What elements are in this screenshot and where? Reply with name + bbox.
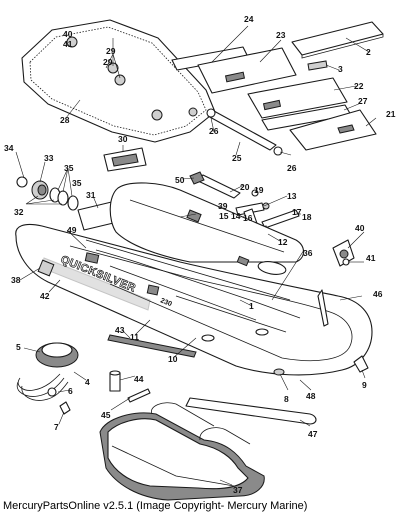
callout-25: 25: [232, 153, 242, 163]
callout-12: 12: [278, 237, 288, 247]
leader-lines: [15, 25, 377, 486]
floorboard-23[interactable]: [197, 47, 297, 94]
callout-22: 22: [354, 81, 364, 91]
callout-8: 8: [284, 394, 289, 404]
callout-3: 3: [338, 64, 343, 74]
inflatable-floor-part[interactable]: [21, 19, 216, 143]
callout-26b: 26: [287, 163, 297, 173]
callout-48: 48: [306, 391, 316, 401]
valve-assembly[interactable]: [16, 176, 79, 211]
callout-4: 4: [85, 377, 90, 387]
callout-36: 36: [303, 248, 313, 258]
valve-patch[interactable]: [103, 147, 147, 172]
callout-43: 43: [115, 325, 125, 335]
callout-41b: 41: [366, 253, 376, 263]
floorboard-21[interactable]: [289, 109, 377, 151]
callout-29b: 29: [103, 57, 113, 67]
callout-5: 5: [16, 342, 21, 352]
callout-28: 28: [60, 115, 70, 125]
rub-strip[interactable]: [185, 397, 317, 425]
callout-42: 42: [40, 291, 50, 301]
callout-37: 37: [233, 485, 243, 495]
callout-40b: 40: [355, 223, 365, 233]
callout-39: 39: [218, 201, 228, 211]
callout-1: 1: [249, 301, 254, 311]
callout-21: 21: [386, 109, 396, 119]
floorboard-22[interactable]: [247, 77, 348, 119]
callout-10: 10: [168, 354, 178, 364]
callout-16: 16: [243, 213, 253, 223]
keel-strip[interactable]: [107, 334, 197, 358]
foot-pump[interactable]: [16, 342, 79, 415]
callout-40a: 40: [63, 29, 73, 39]
model-text: 230: [159, 297, 173, 308]
callout-33: 33: [44, 153, 54, 163]
callout-41a: 41: [63, 39, 73, 49]
floorboard-3[interactable]: [307, 60, 328, 71]
callout-27: 27: [358, 96, 368, 106]
callout-13: 13: [287, 191, 297, 201]
callout-18: 18: [302, 212, 312, 222]
floorboard-2[interactable]: [291, 21, 384, 59]
callout-14: 14: [231, 211, 241, 221]
callout-17: 17: [292, 207, 302, 217]
callout-35b: 35: [72, 178, 82, 188]
callout-38: 38: [11, 275, 21, 285]
callout-30: 30: [118, 134, 128, 144]
callout-2: 2: [366, 47, 371, 57]
callout-11: 11: [130, 332, 139, 342]
boat-hull[interactable]: [15, 182, 373, 376]
callout-44: 44: [134, 374, 144, 384]
callout-49: 49: [67, 225, 77, 235]
callout-47: 47: [308, 429, 318, 439]
callout-46: 46: [373, 289, 383, 299]
callout-45: 45: [101, 410, 111, 420]
callout-29a: 29: [106, 46, 116, 56]
storage-bag[interactable]: [99, 402, 265, 501]
callout-19: 19: [254, 185, 264, 195]
callout-6: 6: [68, 386, 73, 396]
callout-numbers: 1 2 3 4 5 6 7 8 9 10 11 12 13 14 15 16 1…: [4, 14, 396, 495]
callout-31: 31: [86, 190, 96, 200]
callout-15: 15: [219, 211, 229, 221]
callout-23: 23: [276, 30, 286, 40]
callout-34: 34: [4, 143, 14, 153]
callout-7: 7: [54, 422, 59, 432]
callout-26a: 26: [209, 126, 219, 136]
callout-9: 9: [362, 380, 367, 390]
callout-24: 24: [244, 14, 254, 24]
callout-20: 20: [240, 182, 250, 192]
callout-50: 50: [175, 175, 185, 185]
copyright-caption: MercuryPartsOnline v2.5.1 (Image Copyrig…: [3, 500, 308, 512]
callout-32: 32: [14, 207, 24, 217]
right-valve[interactable]: [332, 239, 355, 267]
callout-35a: 35: [64, 163, 74, 173]
keel-stringer[interactable]: [206, 108, 283, 156]
repair-kit[interactable]: [109, 370, 151, 403]
